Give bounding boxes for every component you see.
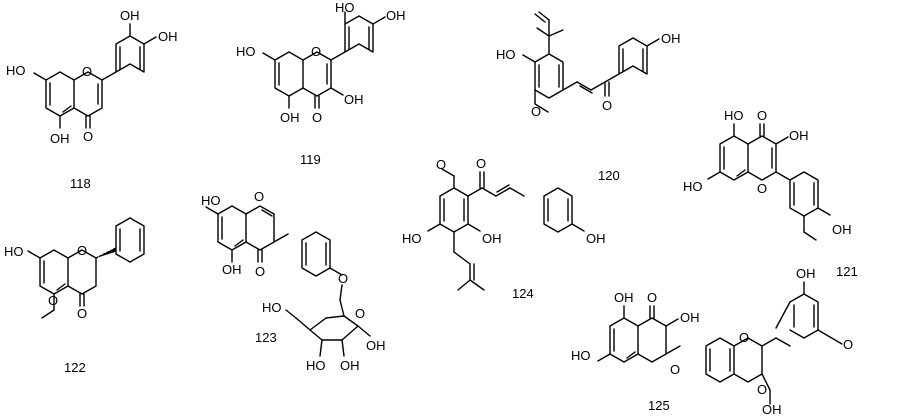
structure-120: HO O O OH — [496, 11, 681, 119]
atom-HO: HO — [402, 231, 422, 246]
atom-O: O — [77, 306, 87, 321]
atom-OH: OH — [120, 8, 140, 23]
atom-O: O — [670, 362, 680, 377]
structure-122: HO O O O — [4, 217, 145, 321]
atom-OH: OH — [340, 358, 360, 373]
atom-OH: OH — [832, 222, 852, 237]
atom-HO: HO — [6, 63, 26, 78]
compound-label-118: 118 — [70, 176, 91, 191]
atom-OH: OH — [614, 290, 634, 305]
atom-OH: OH — [680, 310, 700, 325]
atom-O: O — [311, 44, 321, 59]
structure-124: O O HO OH OH — [402, 156, 606, 291]
atom-OH: OH — [50, 131, 70, 146]
structure-125: OH O OH HO O O O OH O OH — [571, 266, 853, 417]
atom-OH: OH — [158, 29, 178, 44]
atom-HO: HO — [201, 193, 221, 208]
structure-123: HO O OH O O O HO HO OH OH — [201, 189, 386, 373]
atom-O: O — [254, 189, 264, 204]
atom-O: O — [255, 264, 265, 279]
structure-119: O HO OH O OH HO OH — [236, 0, 406, 125]
compound-label-123: 123 — [255, 330, 277, 345]
atom-HO: HO — [724, 108, 744, 123]
compound-label-121: 121 — [836, 264, 858, 279]
compound-label-124: 124 — [512, 286, 534, 301]
atom-OH: OH — [344, 92, 364, 107]
atom-O: O — [757, 108, 767, 123]
atom-O: O — [355, 306, 365, 321]
compound-label-119: 119 — [300, 152, 321, 167]
atom-O: O — [602, 98, 612, 113]
atom-O: O — [739, 330, 749, 345]
atom-OH: OH — [386, 8, 406, 23]
atom-HO: HO — [496, 47, 516, 62]
atom-OH: OH — [796, 266, 816, 281]
atom-OH: OH — [482, 231, 502, 246]
atom-O: O — [77, 243, 87, 258]
atom-O: O — [476, 156, 486, 171]
structure-118: O HO OH O OH OH — [6, 8, 178, 146]
atom-O: O — [757, 382, 767, 397]
atom-O: O — [436, 157, 446, 172]
atom-O: O — [647, 290, 657, 305]
atom-O: O — [757, 181, 767, 196]
atom-HO: HO — [262, 300, 282, 315]
atom-O: O — [83, 129, 93, 144]
atom-O: O — [48, 293, 58, 308]
atom-HO: HO — [335, 0, 355, 15]
atom-OH: OH — [366, 338, 386, 353]
atom-OH: OH — [280, 110, 300, 125]
atom-O: O — [338, 271, 348, 286]
atom-OH: OH — [661, 31, 681, 46]
atom-O: O — [531, 104, 541, 119]
atom-HO: HO — [236, 44, 256, 59]
atom-HO: HO — [683, 179, 703, 194]
atom-OH: OH — [762, 402, 782, 417]
atom-O: O — [82, 64, 92, 79]
compound-label-125: 125 — [648, 398, 670, 413]
atom-HO: HO — [571, 348, 591, 363]
compound-label-120: 120 — [598, 168, 620, 183]
atom-O: O — [312, 110, 322, 125]
structure-121: HO O OH HO O OH — [683, 108, 852, 241]
atom-HO: HO — [4, 244, 24, 259]
atom-OH: OH — [586, 231, 606, 246]
atom-OH: OH — [789, 128, 809, 143]
atom-OH: OH — [222, 262, 242, 277]
atom-O: O — [843, 337, 853, 352]
atom-HO: HO — [306, 358, 326, 373]
compound-label-122: 122 — [64, 360, 86, 375]
